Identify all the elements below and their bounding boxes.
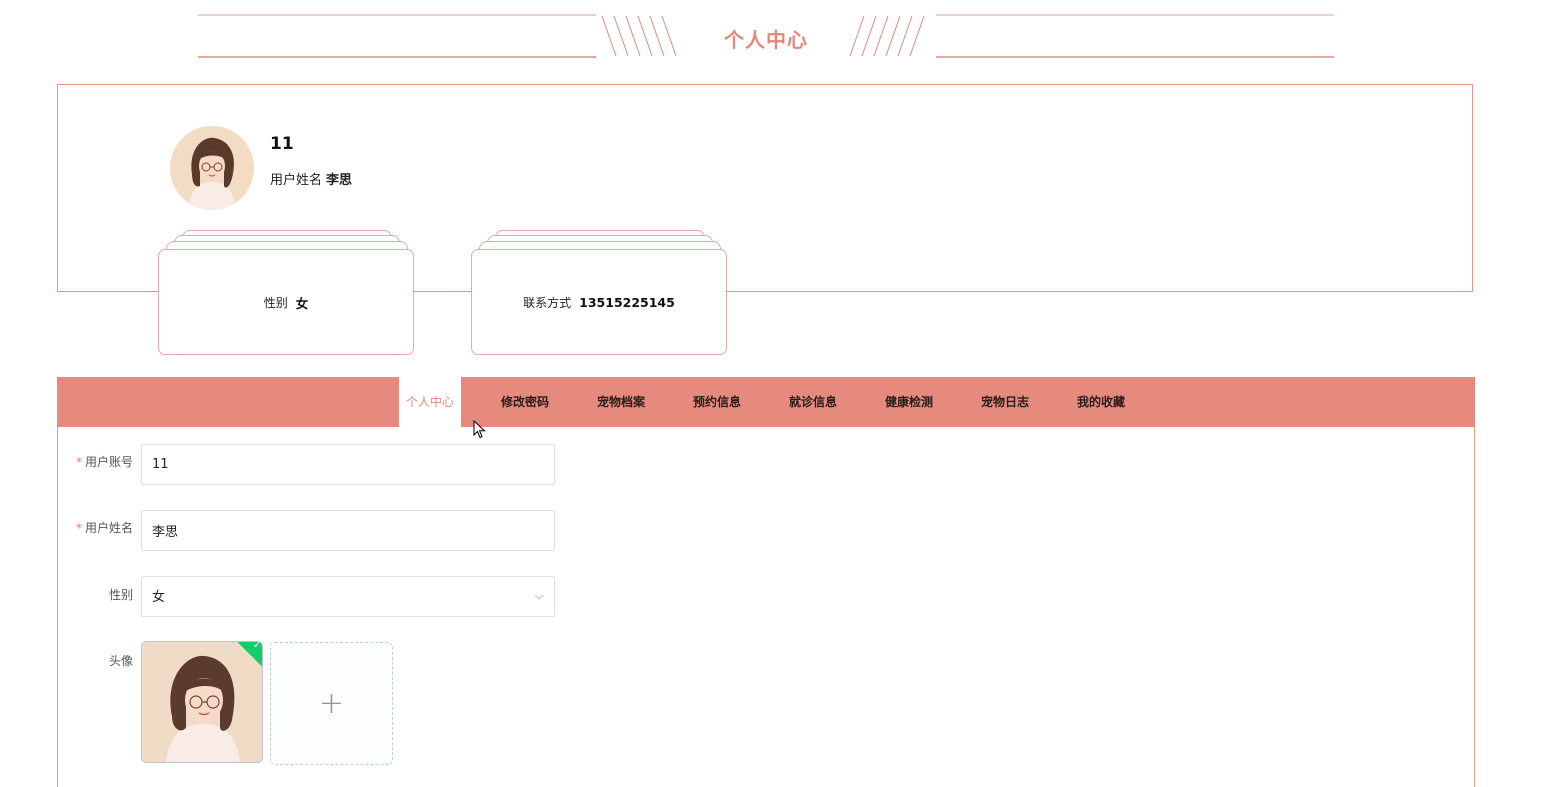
tab-pet-diary[interactable]: 宠物日志 — [980, 395, 1029, 409]
phone-card-label: 联系方式 — [523, 295, 572, 310]
check-icon: ✓ — [252, 641, 262, 651]
gender-card: 性别女 — [158, 230, 414, 355]
tab-pet-records[interactable]: 宠物档案 — [596, 395, 645, 409]
tab-appointments[interactable]: 预约信息 — [692, 395, 741, 409]
profile-realname: 用户姓名李思 — [270, 169, 352, 188]
avatar-illustration — [170, 126, 254, 210]
tab-bar: 个人中心 修改密码 宠物档案 预约信息 就诊信息 健康检测 宠物日志 我的收藏 — [57, 377, 1475, 427]
tab-visits[interactable]: 就诊信息 — [788, 395, 837, 409]
plus-icon: + — [318, 686, 345, 721]
realname-value: 李思 — [326, 173, 353, 188]
mouse-cursor-icon — [473, 420, 486, 439]
tab-health-check[interactable]: 健康检测 — [884, 395, 933, 409]
gender-label: 性别 — [108, 588, 133, 602]
realname-label: 用户姓名 — [270, 173, 323, 188]
profile-username: 11 — [270, 134, 294, 154]
profile-avatar — [170, 126, 254, 210]
page-title: 个人中心 — [724, 28, 808, 52]
upload-add-button[interactable]: + — [270, 642, 393, 765]
tab-profile[interactable]: 个人中心 — [399, 377, 461, 427]
phone-card-value: 13515225145 — [579, 294, 675, 310]
name-label: *用户姓名 — [75, 521, 133, 535]
required-mark: * — [75, 521, 82, 535]
account-input[interactable] — [141, 444, 555, 485]
gender-card-content: 性别女 — [158, 249, 414, 355]
phone-card-content: 联系方式 13515225145 — [471, 249, 727, 355]
tab-change-password[interactable]: 修改密码 — [500, 395, 549, 409]
name-input[interactable] — [141, 510, 555, 551]
banner-decoration — [198, 14, 1334, 58]
tab-favorites[interactable]: 我的收藏 — [1076, 395, 1125, 409]
gender-card-label: 性别 — [263, 295, 288, 310]
avatar-image — [142, 642, 262, 762]
gender-select-value: 女 — [152, 590, 166, 605]
account-label: *用户账号 — [75, 455, 133, 469]
gender-card-value: 女 — [295, 295, 309, 311]
uploaded-avatar-thumbnail[interactable]: ✓ — [141, 641, 263, 763]
required-mark: * — [75, 455, 82, 469]
chevron-down-icon — [534, 594, 544, 600]
phone-card: 联系方式 13515225145 — [471, 230, 727, 355]
avatar-label: 头像 — [108, 654, 133, 668]
page-banner: 个人中心 — [198, 12, 1334, 60]
gender-select[interactable]: 女 — [141, 576, 555, 617]
